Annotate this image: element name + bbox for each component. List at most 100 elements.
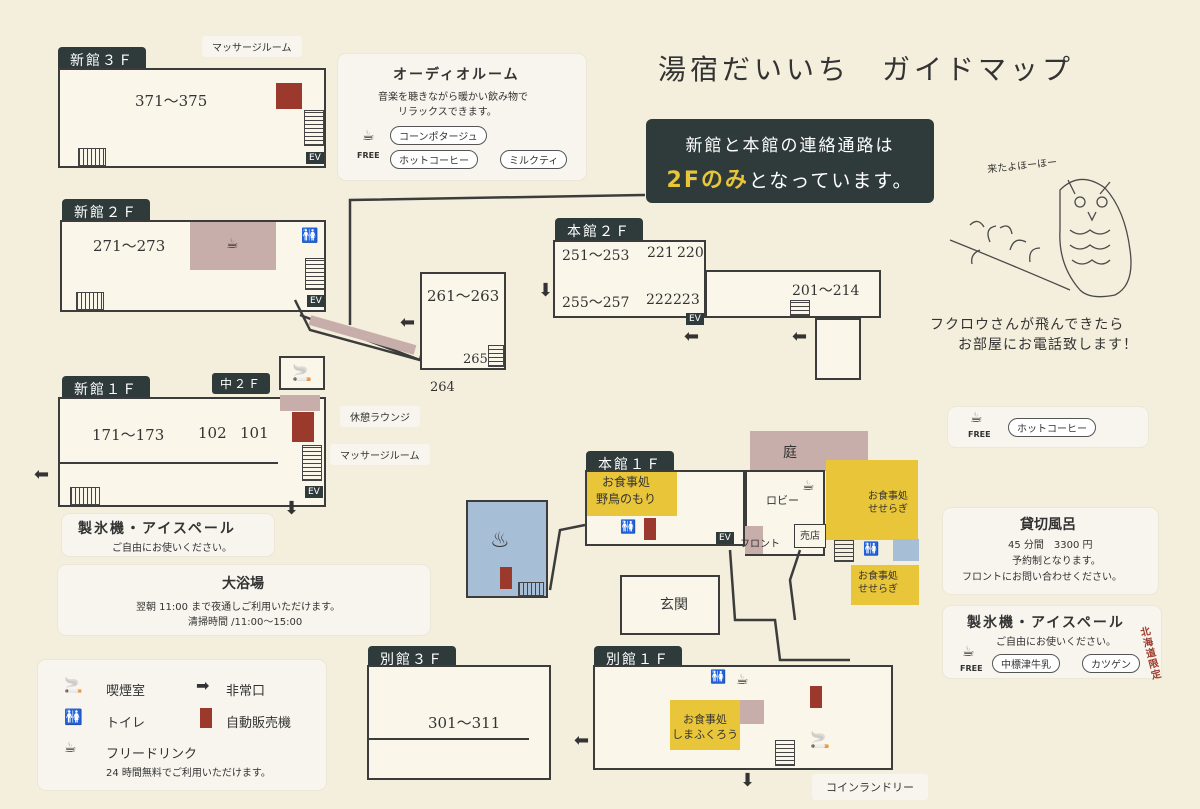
kashikiri-line2: 予約制となります。 bbox=[1012, 556, 1101, 567]
bekkan-3f-rooms: 301～311 bbox=[428, 714, 501, 732]
ev-sign: EV bbox=[686, 313, 704, 325]
stairs bbox=[304, 110, 324, 146]
smoking-room: 🚬 bbox=[279, 356, 325, 390]
exit-arrow-icon: ⬅ bbox=[34, 464, 50, 485]
honkan-2f-rooms-a: 251～253 bbox=[562, 248, 630, 264]
bekkan-3f-floor bbox=[367, 665, 551, 780]
honkan-2f-rooms-d: 255～257 bbox=[562, 295, 630, 311]
exit-arrow-icon: ➡ bbox=[196, 676, 210, 695]
legend-toilet: トイレ bbox=[106, 716, 146, 731]
free-label: FREE bbox=[968, 430, 991, 439]
audio-room-desc-2: リラックスできます。 bbox=[398, 107, 497, 118]
shinkan-3f-rooms: 371～375 bbox=[135, 92, 208, 110]
free-label: FREE bbox=[960, 664, 983, 673]
stairs bbox=[518, 582, 544, 596]
notice-highlight: 2Fのみ bbox=[666, 168, 749, 193]
coffee-cup-icon: ☕ bbox=[226, 236, 239, 252]
lounge-area bbox=[280, 395, 320, 411]
garden-label: 庭 bbox=[783, 445, 797, 461]
dining-seseragi-a bbox=[826, 460, 918, 540]
vending-machine-icon bbox=[500, 567, 512, 589]
lounge-label: 休憩ラウンジ bbox=[340, 406, 420, 427]
drink-pill: ミルクティ bbox=[500, 150, 568, 169]
stairs bbox=[70, 487, 100, 505]
drink-pill: カツゲン bbox=[1082, 654, 1140, 673]
free-label: FREE bbox=[357, 151, 380, 160]
daiyokujo-line1: 翌朝 11:00 まで夜通しご利用いただけます。 bbox=[136, 602, 341, 613]
smoking-icon: 🚬 bbox=[810, 730, 830, 749]
dining-shimafukurou-label: お食事処 しまふくろう bbox=[672, 713, 738, 741]
honkan-1f-outline bbox=[548, 523, 850, 662]
honkan-2f-rooms-g: 201～214 bbox=[792, 283, 860, 299]
ice-left-title: 製氷機・アイスペール bbox=[78, 521, 236, 537]
ev-sign: EV bbox=[306, 152, 324, 164]
shinkan-1f-floor bbox=[58, 397, 326, 507]
notice-line1: 新館と本館の連絡通路は bbox=[685, 136, 895, 156]
lobby-label: ロビー bbox=[766, 494, 799, 507]
legend-vending: 自動販売機 bbox=[226, 716, 292, 731]
honkan-2f-floor bbox=[553, 240, 706, 318]
kashikiri-line3: フロントにお問い合わせください。 bbox=[962, 572, 1122, 583]
honkan-2f-rooms-b: 221 bbox=[647, 245, 674, 261]
stairs bbox=[78, 148, 106, 166]
laundry-label: コインランドリー bbox=[812, 774, 928, 800]
massage-label-1f: マッサージルーム bbox=[330, 444, 430, 465]
stairs bbox=[790, 300, 810, 316]
shinkan-2f-audio-room bbox=[190, 222, 276, 270]
daiyokujo-line2: 清掃時間 /11:00～15:00 bbox=[188, 617, 303, 628]
shinkan-3f-tag: 新館３Ｆ bbox=[58, 47, 146, 72]
ice-right-title: 製氷機・アイスペール bbox=[967, 615, 1125, 631]
honkan-2f-south bbox=[815, 318, 861, 380]
kashikiri-card bbox=[943, 508, 1158, 594]
drink-pill: コーンポタージュ bbox=[390, 126, 487, 145]
toilet-icon: 🚻 bbox=[710, 670, 727, 685]
chu-2f-massage-room bbox=[292, 412, 314, 442]
owl-caption-1: フクロウさんが飛んできたら bbox=[930, 317, 1125, 333]
annex-rooms-c: 264 bbox=[430, 380, 455, 395]
vending-machine-icon bbox=[200, 708, 212, 728]
audio-room-title: オーディオルーム bbox=[393, 67, 520, 83]
toilet-icon: 🚻 bbox=[620, 520, 637, 535]
dining-seseragi-b-label: お食事処 せせらぎ bbox=[858, 571, 898, 595]
toilet-icon: 🚻 bbox=[64, 708, 83, 726]
owl-illustration bbox=[949, 178, 1132, 298]
exit-arrow-icon: ⬅ bbox=[400, 312, 416, 333]
coffee-cup-icon: ☕ bbox=[64, 740, 77, 756]
private-bath bbox=[893, 539, 919, 561]
stairs bbox=[834, 540, 854, 562]
exit-arrow-icon: ⬅ bbox=[792, 326, 808, 347]
exit-arrow-icon: ⬅ bbox=[574, 730, 590, 751]
laundry-room bbox=[740, 700, 764, 724]
map-title: 湯宿だいいち ガイドマップ bbox=[658, 53, 1075, 86]
legend-smoking: 喫煙室 bbox=[106, 684, 146, 699]
front-label: フロント bbox=[740, 539, 780, 550]
kashikiri-title: 貸切風呂 bbox=[1020, 517, 1076, 533]
ice-left-card bbox=[62, 514, 274, 556]
ice-left-desc: ご自由にお使いください。 bbox=[112, 543, 232, 554]
coffee-cup-icon: ☕ bbox=[736, 672, 749, 688]
exit-arrow-icon: ⬇ bbox=[740, 770, 756, 791]
chu-2f-tag: 中２Ｆ bbox=[212, 373, 271, 394]
dining-shimafukurou bbox=[670, 700, 740, 750]
dining-seseragi-a-label: お食事処 せせらぎ bbox=[868, 491, 908, 515]
drink-pill: ホットコーヒー bbox=[390, 150, 478, 169]
coffee-cup-icon: ☕ bbox=[970, 410, 983, 426]
annex-rooms-b: 265 bbox=[463, 352, 488, 367]
shinkan-1f-rooms-a: 171～173 bbox=[92, 426, 165, 444]
ev-sign: EV bbox=[716, 532, 734, 544]
shinkan-1f-tag: 新館１Ｆ bbox=[62, 376, 150, 401]
exit-arrow-icon: ⬅ bbox=[684, 326, 700, 347]
ice-right-desc: ご自由にお使いください。 bbox=[996, 637, 1116, 648]
honkan-2f-tag: 本館２Ｆ bbox=[555, 218, 643, 243]
honkan-2f-rooms-f: 223 bbox=[673, 292, 700, 308]
honkan-2f-rooms-c: 220 bbox=[677, 245, 704, 261]
toilet-icon: 🚻 bbox=[863, 542, 880, 557]
shinkan-2f-tag: 新館２Ｆ bbox=[62, 199, 150, 224]
shinkan-1f-rooms-c: 101 bbox=[240, 424, 269, 442]
daiyokujo-title: 大浴場 bbox=[222, 576, 264, 592]
shinkan-3f-massage-room bbox=[276, 83, 302, 109]
coffee-cup-icon: ☕ bbox=[962, 644, 975, 660]
smoking-icon: 🚬 bbox=[64, 676, 83, 694]
coffee-cup-icon: ☕ bbox=[362, 128, 375, 144]
audio-room-desc-1: 音楽を聴きながら暖かい飲み物で bbox=[378, 92, 528, 103]
